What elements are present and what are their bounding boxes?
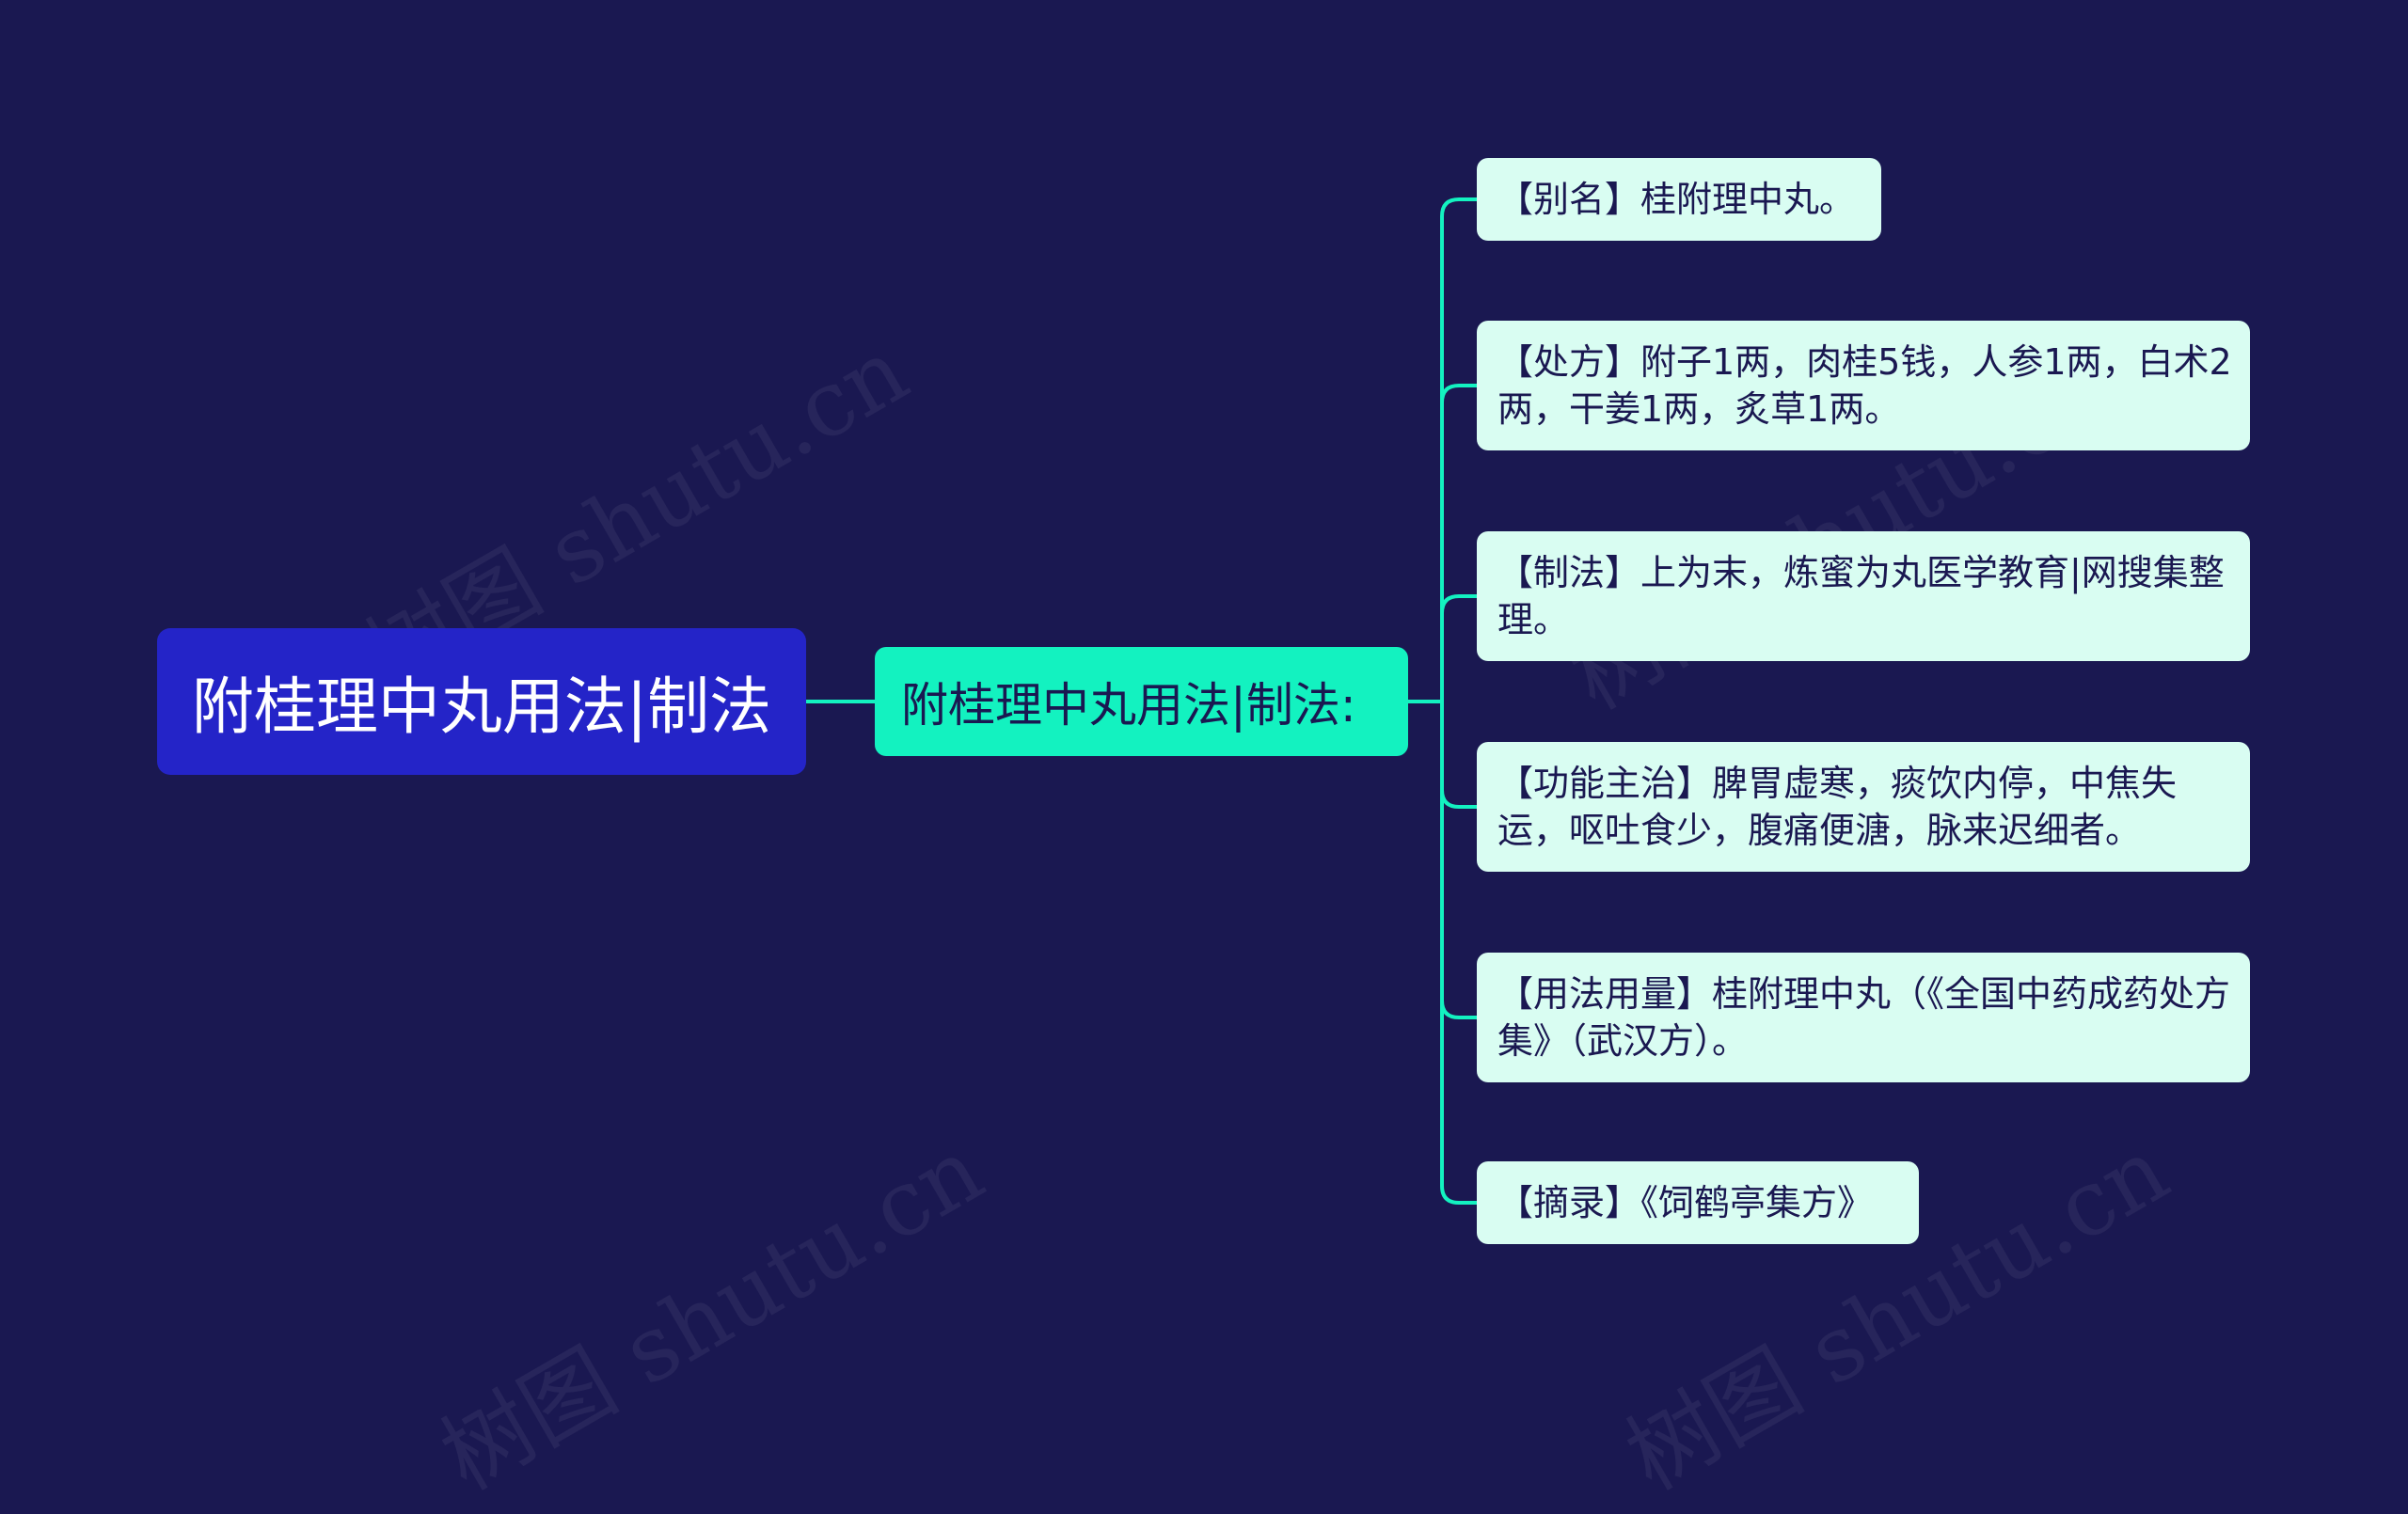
leaf-source[interactable]: 【摘录】《饲鹤亭集方》 — [1477, 1161, 1919, 1244]
leaf-text: 【摘录】《饲鹤亭集方》 — [1497, 1182, 1874, 1223]
leaf-connector — [1440, 789, 1477, 809]
leaf-connector — [1440, 384, 1477, 403]
leaf-text: 【制法】上为末，炼蜜为丸医学教育|网搜集整理。 — [1497, 552, 2225, 640]
connector-lines — [806, 197, 1477, 1205]
leaf-indications[interactable]: 【功能主治】脾胃虚寒，痰饮内停，中焦失运，呕吐食少，腹痛便溏，脉来迟细者。 — [1477, 742, 2250, 872]
branch-topic-label: 附桂理中丸用法|制法: — [901, 678, 1356, 733]
leaf-text: 【处方】附子1两，肉桂5钱，人参1两，白术2两，干姜1两，炙草1两。 — [1497, 341, 2232, 430]
leaf-text: 【功能主治】脾胃虚寒，痰饮内停，中焦失运，呕吐食少，腹痛便溏，脉来迟细者。 — [1497, 763, 2178, 851]
branch-topic[interactable]: 附桂理中丸用法|制法: — [875, 647, 1408, 756]
leaf-connector — [1440, 1000, 1477, 1019]
leaf-prescription[interactable]: 【处方】附子1两，肉桂5钱，人参1两，白术2两，干姜1两，炙草1两。 — [1477, 321, 2250, 450]
root-topic[interactable]: 附桂理中丸用法|制法 — [157, 628, 806, 775]
leaf-dosage[interactable]: 【用法用量】桂附理中丸（《全国中药成药处方集》（武汉方）。 — [1477, 953, 2250, 1082]
leaf-text: 【别名】桂附理中丸。 — [1497, 179, 1856, 220]
root-topic-label: 附桂理中丸用法|制法 — [191, 670, 772, 743]
leaf-text: 【用法用量】桂附理中丸（《全国中药成药处方集》（武汉方）。 — [1497, 973, 2231, 1062]
leaf-preparation[interactable]: 【制法】上为末，炼蜜为丸医学教育|网搜集整理。 — [1477, 531, 2250, 661]
leaf-connector — [1440, 594, 1477, 614]
leaf-alias[interactable]: 【别名】桂附理中丸。 — [1477, 158, 1881, 241]
branch-trunk-connector — [1440, 197, 1460, 1205]
